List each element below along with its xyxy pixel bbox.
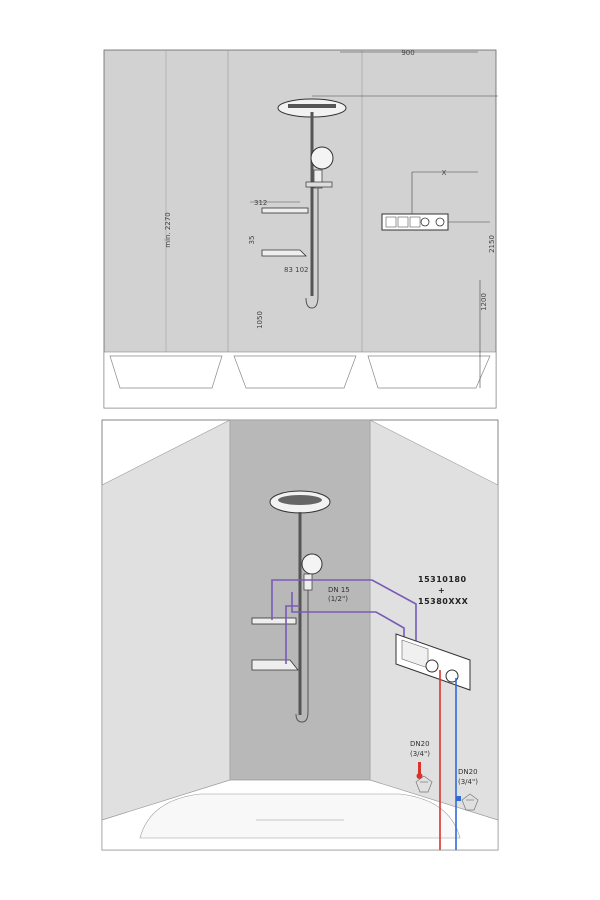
mixer-knob-3d-2 [445,669,459,683]
cold-supply-size: (3/4") [458,778,478,786]
shelf-upper-3d [251,617,297,625]
mixer-knob-1 [420,217,430,227]
dim-shelf-depth: 35 [248,236,256,245]
dim-rail-height: 2150 [488,235,496,253]
hand-shower-icon [310,146,334,170]
part-number-1: 15310180 [418,575,467,584]
pipe-dn15-label: DN 15 [328,586,350,594]
shelf-upper [261,207,309,214]
tub-right [367,355,491,389]
part-number-2: 15380XXX [418,597,469,606]
dim-height-min: min. 2270 [164,212,172,247]
bathtub-basin [139,793,461,839]
shelf-lower [261,249,307,257]
rail-clamp [305,181,333,188]
dim-shelf-small: 83 102 [284,266,309,274]
cold-water-icon [456,796,461,801]
cold-flow-icon [461,793,479,811]
hand-shower-3d-icon [301,553,323,575]
perspective-view: DN 15 (1/2") 15310180 + 15380XXX DN20 (3… [101,419,499,851]
hot-supply-dn: DN20 [410,740,430,748]
hot-water-icon [416,762,423,779]
dim-shelf-width: 312 [254,199,267,207]
hot-flow-icon [415,775,433,793]
shelf-lower-3d [251,659,299,671]
mixer-knob-2 [435,217,445,227]
wall-left [101,419,231,821]
pipe-shelf [285,605,300,664]
shower-hose-3d [295,590,309,723]
tub-left [109,355,223,389]
part-number-plus: + [438,586,445,595]
pipe-overhead [271,579,417,648]
shower-hose [305,188,319,309]
tub-center [233,355,357,389]
hand-shower-3d-holder [303,573,313,591]
pipe-dn15-size: (1/2") [328,595,348,603]
mixer-button-3 [409,216,421,228]
elevation-view: 900 min. 2270 312 35 83 102 1050 X [103,49,498,409]
dim-total-width: 900 [401,49,414,57]
mixer-button-1 [385,216,397,228]
cold-supply-dn: DN20 [458,768,478,776]
dim-base-height: 1050 [256,311,264,329]
overhead-nozzles-3d [278,495,322,505]
hot-supply-size: (3/4") [410,750,430,758]
dim-mixer-height: 1200 [480,293,488,311]
overhead-nozzles [288,104,336,108]
dim-mixer-offset: X [442,169,447,177]
mixer-button-2 [397,216,409,228]
mixer-knob-3d-1 [425,659,439,673]
